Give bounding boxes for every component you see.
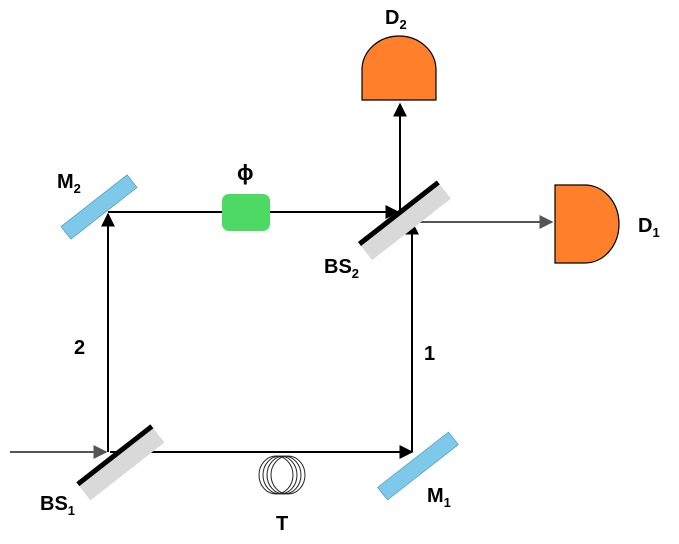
label-t: T — [276, 513, 288, 535]
detector-d2 — [361, 35, 437, 101]
mirror-m1 — [377, 431, 459, 501]
label-path-1: 1 — [424, 343, 435, 365]
mirror-m2 — [60, 174, 138, 240]
label-d2: D2 — [385, 7, 407, 32]
label-phi: ϕ — [237, 160, 254, 185]
beam-splitter-bs2 — [357, 180, 451, 261]
fiber-coil-t — [258, 455, 306, 495]
phase-shifter — [222, 194, 270, 231]
label-d1: D1 — [638, 215, 660, 240]
label-m2: M2 — [57, 171, 81, 196]
beam-splitter-bs1 — [76, 424, 165, 501]
detector-d1 — [554, 184, 620, 264]
label-path-2: 2 — [74, 337, 85, 359]
label-bs1: BS1 — [40, 493, 75, 518]
label-m1: M1 — [427, 485, 451, 510]
label-bs2: BS2 — [324, 256, 359, 281]
